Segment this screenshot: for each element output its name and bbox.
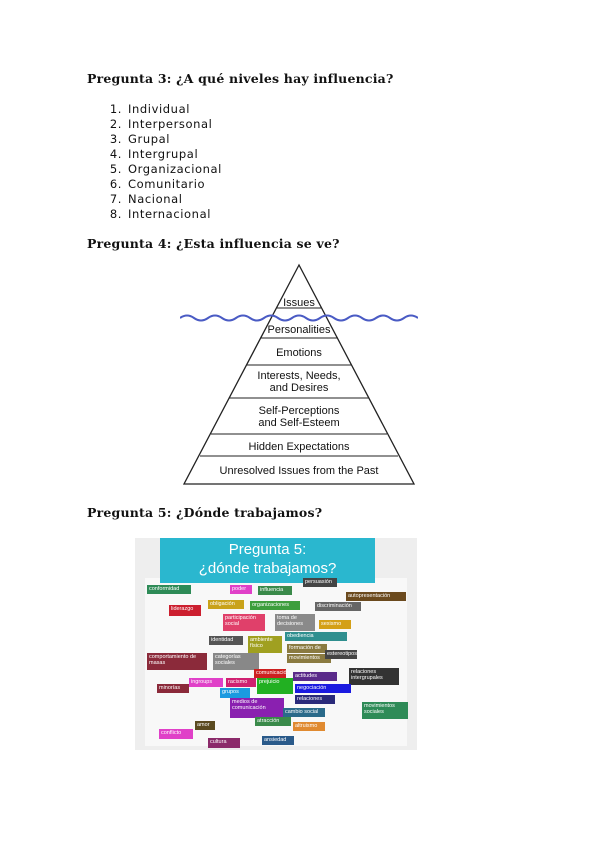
word-tag: ingroups	[189, 678, 223, 687]
list-item: 8.Internacional	[109, 207, 212, 221]
layer-label-emotions: Emotions	[276, 347, 322, 359]
word-tag: negociación	[295, 684, 351, 693]
word-tag: poder	[230, 585, 252, 594]
list-item: 5.Organizacional	[109, 162, 222, 176]
layer-label-personalities: Personalities	[268, 324, 331, 336]
pyramid-outline	[182, 263, 416, 485]
word-tag: relaciones	[295, 695, 335, 704]
word-tag: actitudes	[293, 672, 337, 681]
word-tag: altruismo	[293, 722, 325, 731]
slide-title-box: Pregunta 5: ¿dónde trabajamos?	[160, 538, 375, 583]
word-tag: movimientos sociales	[362, 702, 408, 719]
question-4-heading: Pregunta 4: ¿Esta influencia se ve?	[87, 236, 340, 251]
layer-label-hidden-expectations: Hidden Expectations	[249, 441, 350, 453]
iceberg-pyramid-diagram: Issues Personalities Emotions Interests,…	[180, 263, 418, 485]
word-tag: estereotipos	[325, 650, 357, 659]
word-tag: conflicto	[159, 729, 193, 739]
word-tag: grupos	[220, 688, 250, 698]
layer-label-self-perceptions: Self-Perceptions	[259, 405, 340, 417]
word-tag: amor	[195, 721, 215, 730]
word-tag: obligación	[208, 600, 244, 609]
layer-label-desires: and Desires	[270, 382, 329, 394]
word-tag: obediencia	[285, 632, 347, 641]
word-tag: minorías	[157, 684, 189, 693]
word-tag: racismo	[226, 678, 256, 687]
word-tag: conformidad	[147, 585, 191, 594]
word-tag: categorías sociales	[213, 653, 259, 670]
question-5-heading: Pregunta 5: ¿Dónde trabajamos?	[87, 505, 323, 520]
list-item: 6.Comunitario	[109, 177, 206, 191]
word-tag: prejuicio	[257, 678, 293, 694]
word-tag: persuasión	[303, 578, 337, 587]
slide-title-line-1: Pregunta 5:	[228, 541, 307, 558]
word-tag: influencia	[258, 586, 292, 595]
word-tag: participación social	[223, 614, 265, 631]
word-tag: sexismo	[319, 620, 351, 629]
slide-title-line-2: ¿dónde trabajamos?	[198, 560, 337, 577]
question-3-heading: Pregunta 3: ¿A qué niveles hay influenci…	[87, 71, 394, 86]
word-tag: discriminación	[315, 602, 361, 611]
word-tag: ansiedad	[262, 736, 294, 745]
layer-label-self-esteem: and Self-Esteem	[258, 417, 339, 429]
word-tag: atracción	[255, 717, 291, 726]
word-tag: organizaciones	[250, 601, 300, 610]
word-tag: formación de	[287, 644, 327, 653]
list-item: 3.Grupal	[109, 132, 171, 146]
word-tag: comportamiento de masas	[147, 653, 207, 670]
word-tag: cultura	[208, 738, 240, 748]
word-tag: medios de comunicación	[230, 698, 284, 718]
word-tag: cambio social	[283, 708, 325, 717]
word-tag: autopresentación	[346, 592, 406, 601]
layer-label-interests: Interests, Needs,	[257, 370, 340, 382]
word-tag: ambiente físico	[248, 636, 282, 653]
word-tag: movimientos	[287, 654, 331, 663]
list-item: 1.Individual	[109, 102, 191, 116]
word-tag: liderazgo	[169, 605, 201, 616]
word-tag: relaciones intergrupales	[349, 668, 399, 685]
list-item: 7.Nacional	[109, 192, 183, 206]
word-tag: identidad	[209, 636, 243, 645]
slide-image: Pregunta 5: ¿dónde trabajamos? persuasió…	[135, 538, 417, 750]
word-tag: toma de decisiones	[275, 614, 315, 631]
influence-levels-list: 1.Individual 2.Interpersonal 3.Grupal 4.…	[100, 102, 222, 222]
water-line	[180, 314, 418, 322]
layer-label-issues: Issues	[283, 297, 315, 309]
layer-label-unresolved-issues: Unresolved Issues from the Past	[220, 465, 379, 477]
list-item: 2.Interpersonal	[109, 117, 213, 131]
list-item: 4.Intergrupal	[109, 147, 199, 161]
word-tag: comunicación	[254, 669, 286, 678]
